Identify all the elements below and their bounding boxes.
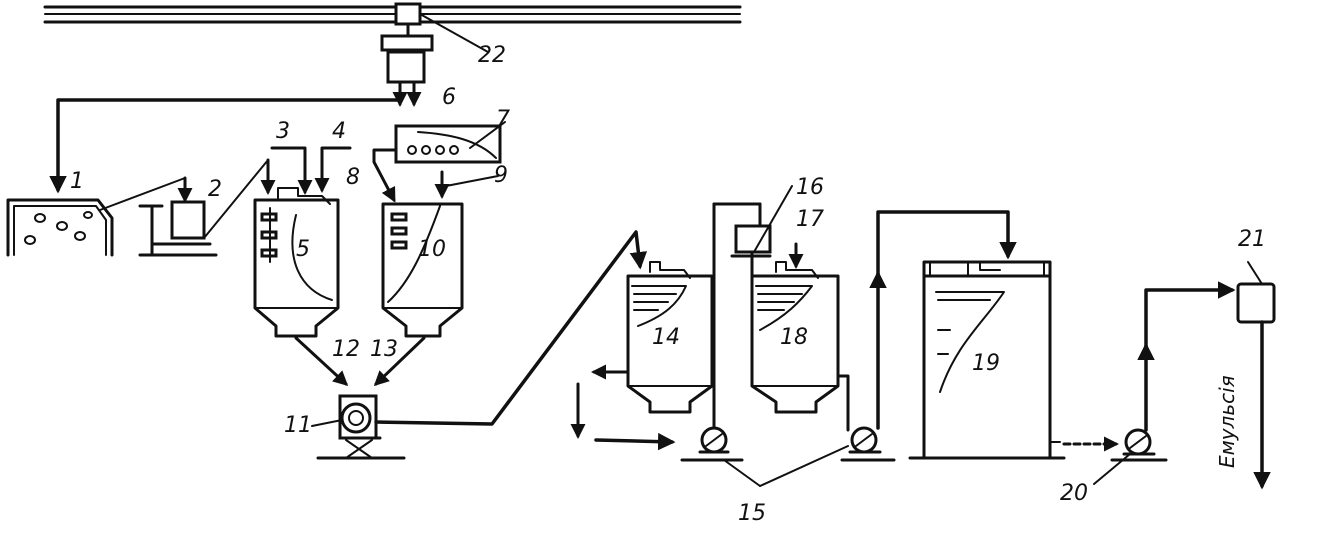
heater-tank-7 [372, 121, 506, 203]
label-6: 6 [442, 85, 456, 110]
label-2: 2 [208, 177, 222, 202]
label-8: 8 [346, 165, 360, 190]
vessel-10 [381, 202, 464, 338]
weighing-scale [99, 159, 269, 257]
label-11: 11 [284, 413, 312, 438]
pump-15-right [840, 210, 1017, 462]
colloid-mill-11 [311, 394, 406, 460]
label-15: 15 [738, 501, 766, 526]
raw-material-store [6, 198, 114, 257]
callout-labels: 1 2 3 4 5 6 7 8 9 10 11 12 13 14 15 16 1… [70, 43, 1266, 526]
label-22: 22 [478, 43, 506, 68]
label-1: 1 [70, 169, 84, 194]
unit-21 [1236, 261, 1276, 490]
pump-15-left [680, 202, 762, 462]
tank-14-drain-lines [570, 382, 676, 451]
mill-to-tank-14-line [374, 230, 648, 426]
label-4: 4 [332, 119, 346, 144]
label-7: 7 [496, 107, 510, 132]
label-17: 17 [796, 207, 824, 232]
pump-20 [1093, 281, 1236, 485]
label-19: 19 [972, 351, 1000, 376]
label-13: 13 [370, 337, 398, 362]
vessel-to-mill-lines [294, 336, 426, 387]
overhead-crane [43, 2, 742, 84]
feed-inlets-3-4 [260, 146, 352, 195]
label-12: 12 [332, 337, 360, 362]
crane-feed-lines [49, 80, 422, 194]
mixing-vessel-5 [253, 187, 340, 338]
output-label: Емульсія [1215, 375, 1239, 468]
label-10: 10 [418, 237, 446, 262]
label-3: 3 [276, 119, 290, 144]
label-14: 14 [652, 325, 680, 350]
label-18: 18 [780, 325, 808, 350]
label-9: 9 [494, 163, 508, 188]
tank-18 [750, 261, 850, 432]
feed-inlet-9 [434, 170, 499, 199]
label-20: 20 [1060, 481, 1088, 506]
pump-15-leaders [723, 445, 849, 487]
storage-tank-19 [908, 260, 1066, 460]
label-21: 21 [1238, 227, 1266, 252]
dispenser-16 [730, 185, 804, 278]
label-16: 16 [796, 175, 824, 200]
label-5: 5 [296, 237, 310, 262]
tank-14 [591, 261, 714, 414]
